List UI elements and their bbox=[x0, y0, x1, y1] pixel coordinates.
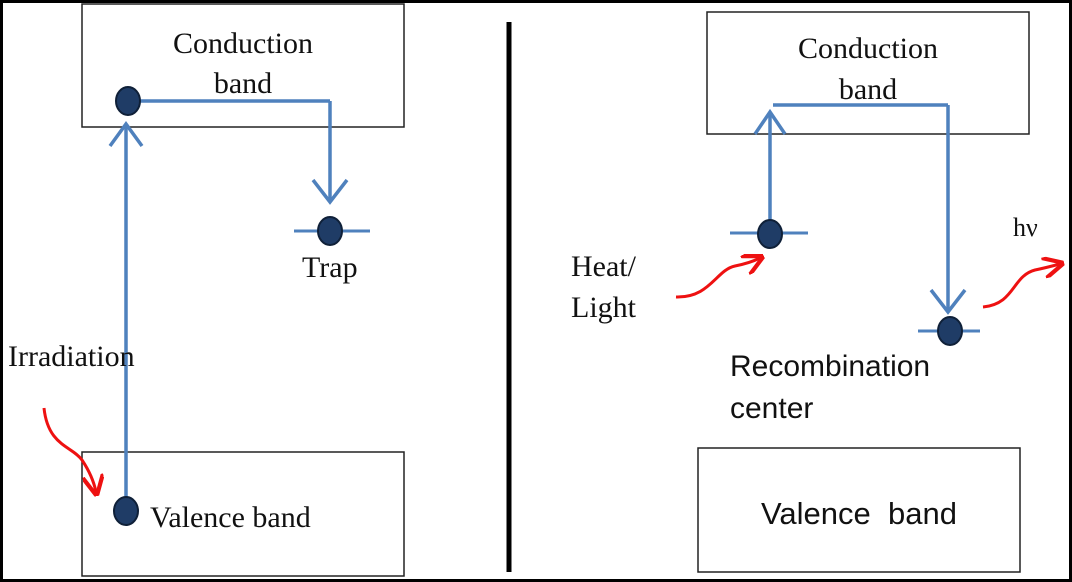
trap-arrow-head bbox=[311, 178, 349, 205]
heat-label-line2: Light bbox=[571, 291, 637, 324]
irradiation-label: Irradiation bbox=[8, 340, 135, 373]
release-arrow-head bbox=[753, 108, 787, 135]
right-conduction-band-box bbox=[706, 11, 1030, 135]
electron-valence-left bbox=[113, 496, 139, 526]
emission-red-arrow bbox=[982, 264, 1060, 309]
right-conduction-label-line2: band bbox=[839, 73, 897, 106]
electron-trap bbox=[317, 216, 343, 246]
irradiation-red-arrow bbox=[42, 407, 96, 492]
electron-trap-right bbox=[757, 219, 783, 249]
right-valence-label: Valence band bbox=[761, 496, 957, 531]
trap-label: Trap bbox=[302, 251, 358, 284]
left-conduction-label-line2: band bbox=[214, 67, 272, 100]
recombination-label-line1: Recombination bbox=[730, 350, 930, 383]
recombination-arrow-head bbox=[929, 288, 967, 315]
recombination-label-line2: center bbox=[730, 392, 813, 425]
electron-recombination-center bbox=[937, 316, 963, 346]
heat-label-line1: Heat/ bbox=[571, 250, 637, 283]
excitation-arrow-head bbox=[108, 121, 144, 148]
electron-conduction-left bbox=[115, 86, 141, 116]
hv-label: hν bbox=[1013, 213, 1038, 242]
left-valence-label: Valence band bbox=[150, 501, 311, 534]
left-conduction-label-line1: Conduction bbox=[173, 27, 313, 60]
heat-light-red-arrow bbox=[675, 258, 760, 299]
right-conduction-label-line1: Conduction bbox=[798, 32, 938, 65]
right-valence-band-box bbox=[697, 447, 1021, 573]
